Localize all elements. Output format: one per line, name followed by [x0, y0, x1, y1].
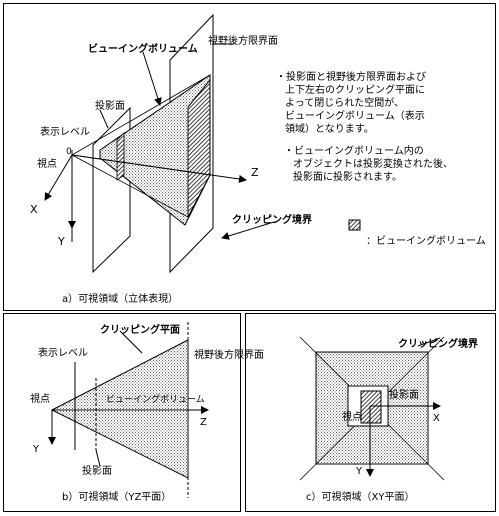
- view-volume-near-face: [116, 132, 125, 181]
- xy-view-volume-rect: [360, 390, 382, 424]
- top-y-axis-label: Y: [57, 235, 65, 248]
- top-z-axis-label: Z: [251, 166, 259, 179]
- top-view-volume-label: ビューイングボリューム: [88, 42, 198, 55]
- legend-label: ：ビューイングボリューム: [366, 234, 486, 247]
- top-display-level-label: 表示レベル: [40, 125, 90, 138]
- note-line-5: 領域）となります。: [285, 124, 374, 135]
- z-axis: [71, 154, 247, 183]
- top-projection-label: 投影面: [95, 99, 125, 112]
- explanation-notes-2: ・ビューイングボリューム内の オブジェクトは投影変換された後、 投影面に投影され…: [284, 145, 453, 184]
- legend-swatch: [348, 219, 361, 231]
- yz-view-volume: [50, 339, 189, 479]
- yz-projection-pointer: [95, 449, 101, 467]
- note2-line-1: ・ビューイングボリューム内の: [284, 146, 424, 157]
- view-volume-pointer: [142, 51, 162, 106]
- yz-z-axis-label: Z: [200, 417, 207, 428]
- top-origin-label: 0: [66, 147, 72, 157]
- yz-clip-pointer: [119, 330, 143, 354]
- note2-line-2: オブジェクトは投影変換された後、: [293, 159, 453, 170]
- ray-bottom: [71, 154, 189, 218]
- ray-top: [71, 74, 211, 156]
- top-x-axis-label: X: [30, 203, 38, 216]
- xy-clip-boundary-label: クリッピング境界: [398, 337, 478, 350]
- yz-y-axis-label: Y: [32, 444, 40, 455]
- yz-projection-label: 投影面: [82, 464, 112, 477]
- note2-line-3: 投影面に投影されます。: [293, 172, 402, 183]
- top-clip-boundary-label: クリッピング境界: [232, 213, 312, 226]
- yz-caption: b）可視領域（YZ平面）: [62, 490, 171, 503]
- yz-display-level-label: 表示レベル: [38, 346, 88, 359]
- note-line-1: ・投影面と視野後方限界面および: [276, 72, 426, 83]
- xy-caption: c）可視領域（XY平面）: [306, 490, 414, 503]
- x-axis: [44, 154, 73, 201]
- xy-x-axis-label: X: [433, 413, 440, 424]
- yz-rear-plane-label: 視野後方限界面: [194, 348, 264, 361]
- xy-clip-pointer: [417, 337, 441, 347]
- yz-view-volume-label: ビューイングボリューム: [106, 393, 205, 405]
- yz-clip-plane-label: クリッピング平面: [100, 323, 180, 336]
- explanation-notes: ・投影面と視野後方限界面および 上下左右のクリッピング平面に よって閉じられた空…: [276, 71, 426, 136]
- note-line-3: よって閉じられた空間が、: [285, 98, 404, 109]
- projection-plane: [92, 106, 131, 274]
- note-line-4: ビューイングボリューム（表示: [285, 111, 425, 122]
- xy-y-axis-label: Y: [355, 466, 363, 477]
- top-caption: a）可視領域（立体表現）: [62, 292, 178, 305]
- clip-boundary-pointer: [221, 221, 275, 240]
- top-rear-plane-label: 視野後方限界面: [208, 34, 278, 47]
- view-volume-frustum: [99, 74, 211, 226]
- note-line-2: 上下左右のクリッピング平面に: [285, 85, 425, 96]
- top-viewpoint-label: 視点: [37, 157, 57, 170]
- projection-pointer: [99, 109, 109, 129]
- yz-viewpoint-label: 視点: [30, 392, 50, 405]
- xy-viewpoint-label: 視点: [342, 410, 362, 423]
- xy-projection-label: 投影面: [389, 388, 419, 401]
